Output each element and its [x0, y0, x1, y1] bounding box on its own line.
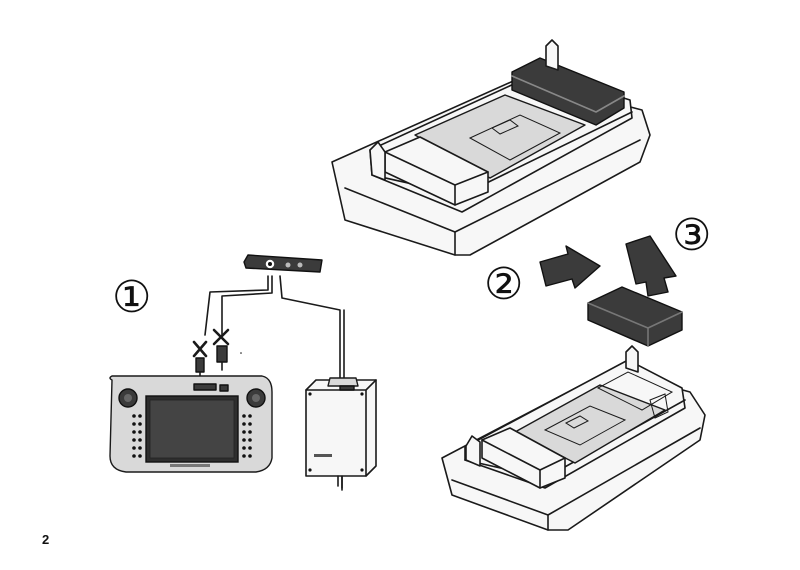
step-3-number: ③ — [672, 210, 712, 261]
handheld-terminal — [109, 375, 273, 473]
cables — [204, 275, 345, 491]
step-2-number: ② — [484, 259, 524, 310]
docking-cradle-top — [331, 39, 651, 256]
disconnect-x-icon — [192, 328, 242, 377]
step-1-number: ① — [112, 272, 152, 323]
antenna-unit — [243, 254, 323, 273]
battery-pack — [587, 286, 683, 347]
slide-arrow-icon — [539, 245, 601, 289]
power-supply-box — [305, 377, 377, 489]
docking-cradle-bottom — [441, 345, 706, 531]
page-number: 2 — [42, 532, 50, 547]
lift-arrow-icon — [625, 235, 677, 297]
